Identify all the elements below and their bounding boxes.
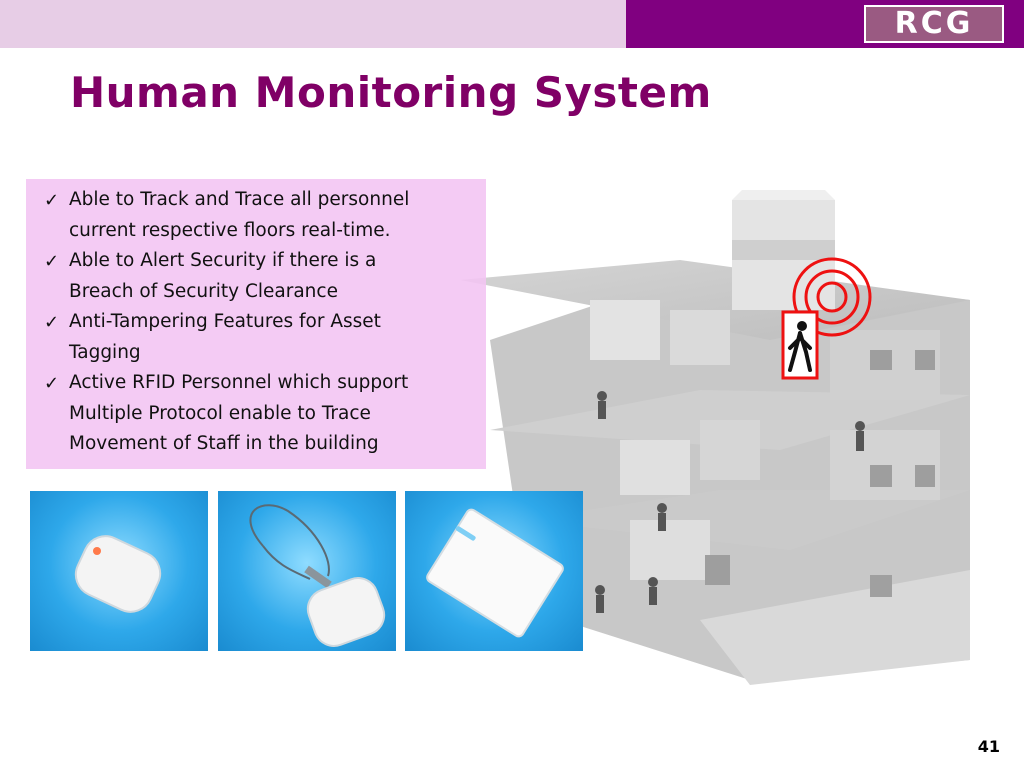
feature-text: Anti-Tampering Features for Asset [69,311,381,332]
feature-item: ✓ Able to Alert Security if there is a B… [44,246,478,307]
feature-item: ✓ Active RFID Personnel which support Mu… [44,368,478,460]
building-illustration [460,190,970,685]
rcg-logo: RCG [864,5,1004,43]
signal-rings-icon [792,257,872,337]
logo-text: RCG [866,7,1002,41]
feature-list: ✓ Able to Track and Trace all personnel … [44,185,478,460]
header-band [0,0,626,48]
feature-list-box: ✓ Able to Track and Trace all personnel … [26,179,486,469]
feature-item: ✓ Able to Track and Trace all personnel … [44,185,478,246]
rfid-tag-image-2 [218,491,396,651]
check-icon: ✓ [44,190,60,211]
feature-text: current respective floors real-time. [69,219,391,241]
feature-text: Able to Alert Security if there is a [69,250,377,271]
feature-text: Tagging [69,341,141,363]
feature-text: Breach of Security Clearance [69,280,338,302]
check-icon: ✓ [44,251,60,272]
slide-title: Human Monitoring System [70,68,712,117]
feature-text: Active RFID Personnel which support [69,372,409,393]
walking-person-icon [781,310,819,380]
rfid-tag-image-3 [405,491,583,651]
check-icon: ✓ [44,373,60,394]
feature-item: ✓ Anti-Tampering Features for Asset Tagg… [44,307,478,368]
feature-text: Multiple Protocol enable to Trace [69,402,371,424]
page-number: 41 [977,737,1000,756]
rfid-tag-image-1 [30,491,208,651]
feature-text: Able to Track and Trace all personnel [69,189,410,210]
rfid-button-tag [74,535,162,613]
rfid-card-tag [426,508,564,638]
check-icon: ✓ [44,312,60,333]
feature-text: Movement of Staff in the building [69,433,379,454]
rfid-loop-tag [249,504,386,647]
